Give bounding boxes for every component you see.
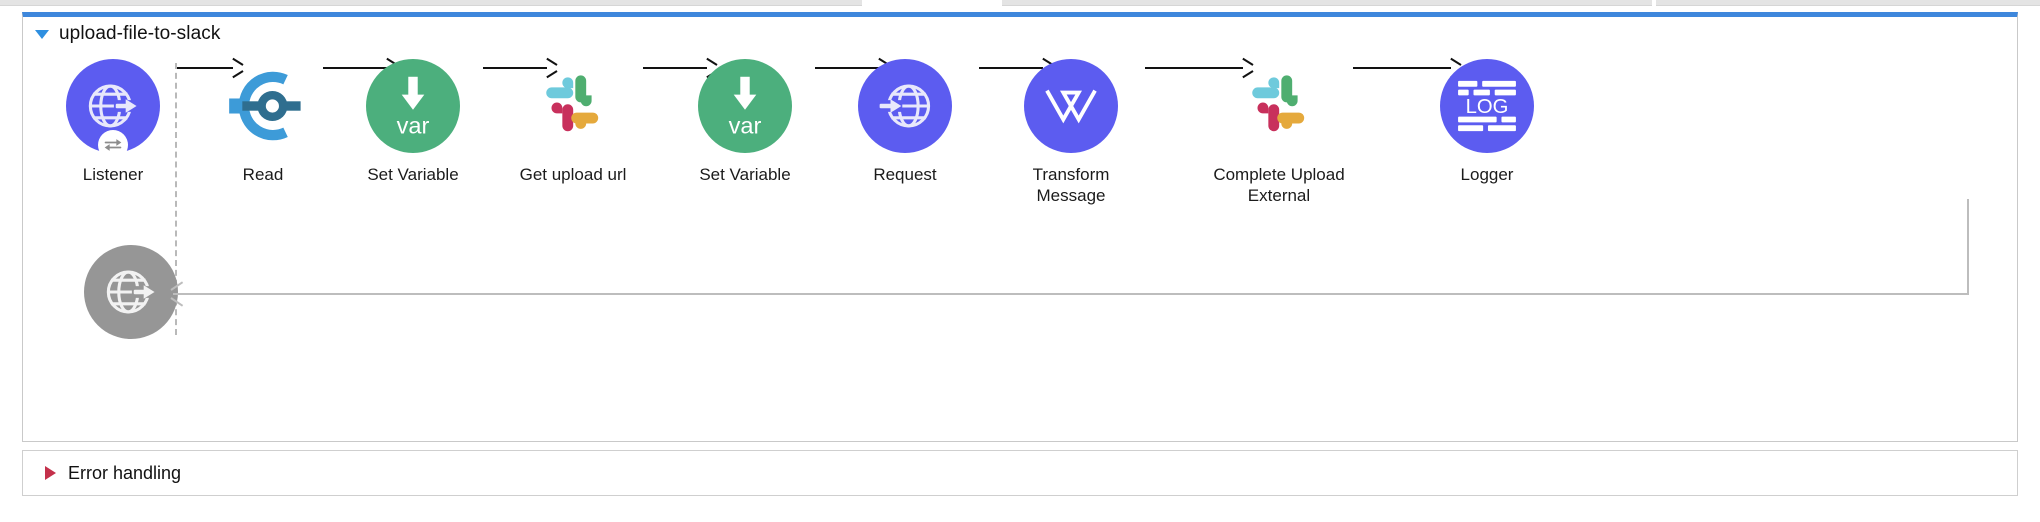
triangle-down-icon[interactable] [35, 29, 49, 39]
globe-arrow-in-icon [878, 84, 931, 128]
sync-badge-icon [98, 130, 128, 160]
node-label: Read [242, 165, 284, 184]
node-circle[interactable] [858, 59, 952, 153]
tab-strip-segment-left [0, 0, 862, 6]
node-circle[interactable]: LOG [1440, 59, 1534, 153]
flow-node-set-variable-2[interactable]: var Set Variable [663, 59, 827, 185]
node-circle[interactable] [84, 245, 178, 339]
flow-node-transform-message[interactable]: Transform Message [989, 59, 1153, 207]
file-read-icon [229, 71, 301, 141]
node-label: Logger [1460, 165, 1514, 184]
node-circle[interactable]: var [698, 59, 792, 153]
logger-icon: LOG [1458, 80, 1516, 132]
node-label: Set Variable [699, 165, 791, 184]
dataweave-icon [1045, 89, 1097, 124]
flow-node-http-response[interactable] [49, 245, 213, 339]
flow-title: upload-file-to-slack [59, 23, 221, 44]
slack-icon [546, 75, 599, 132]
node-circle[interactable] [1024, 59, 1118, 153]
globe-arrow-out-icon [106, 270, 155, 314]
node-label: Set Variable [367, 165, 459, 184]
node-label: Listener [82, 165, 144, 184]
editor-tab-strip [0, 0, 2040, 8]
flow-node-listener[interactable]: Listener [31, 59, 195, 185]
tab-strip-segment-right [1656, 0, 2040, 6]
flow-container[interactable]: upload-file-to-slack [22, 12, 2018, 442]
return-connector-arrowhead [171, 286, 185, 302]
flow-node-row: Listener Read [23, 59, 2017, 239]
node-label: Request [873, 165, 937, 184]
flow-node-complete-upload-external[interactable]: Complete Upload External [1197, 59, 1361, 207]
source-process-divider [175, 63, 177, 335]
globe-arrow-out-icon [88, 84, 137, 128]
error-handling-section[interactable]: Error handling [22, 450, 2018, 496]
return-connector-riser [1967, 199, 1969, 295]
node-circle[interactable]: var [366, 59, 460, 153]
node-label: Get upload url [519, 165, 627, 184]
connector-slack2-logger [1353, 61, 1461, 75]
return-connector-line [173, 293, 1969, 295]
flow-node-read[interactable]: Read [181, 59, 345, 185]
node-circle[interactable] [66, 59, 160, 160]
set-variable-icon: var [397, 76, 430, 138]
node-label: Complete Upload External [1213, 165, 1345, 206]
node-circle[interactable] [526, 59, 620, 153]
flow-canvas: upload-file-to-slack [6, 8, 2034, 514]
flow-header[interactable]: upload-file-to-slack [23, 17, 2017, 51]
connector-setvariable2-request [815, 61, 889, 75]
connector-listener-read [177, 61, 243, 75]
tab-strip-segment-middle [1002, 0, 1652, 6]
connector-setvariable-slack1 [483, 61, 557, 75]
flow-node-logger[interactable]: LOG Logger [1405, 59, 1569, 185]
connector-transform-slack2 [1145, 61, 1253, 75]
connector-request-transform [979, 61, 1053, 75]
set-variable-icon: var [729, 76, 762, 138]
flow-node-request[interactable]: Request [823, 59, 987, 185]
error-handling-label: Error handling [68, 462, 182, 483]
logger-icon-text: LOG [1466, 96, 1509, 118]
node-circle[interactable] [1232, 59, 1326, 153]
flow-node-set-variable-1[interactable]: var Set Variable [331, 59, 495, 185]
node-circle[interactable] [216, 59, 310, 153]
svg-text:var: var [397, 112, 430, 138]
svg-text:var: var [729, 112, 762, 138]
connector-read-setvariable [323, 61, 397, 75]
node-label: Transform Message [1032, 165, 1110, 206]
flow-node-get-upload-url[interactable]: Get upload url [491, 59, 655, 185]
triangle-right-icon[interactable] [45, 466, 56, 480]
connector-slack1-setvariable2 [643, 61, 717, 75]
slack-icon [1252, 75, 1305, 132]
